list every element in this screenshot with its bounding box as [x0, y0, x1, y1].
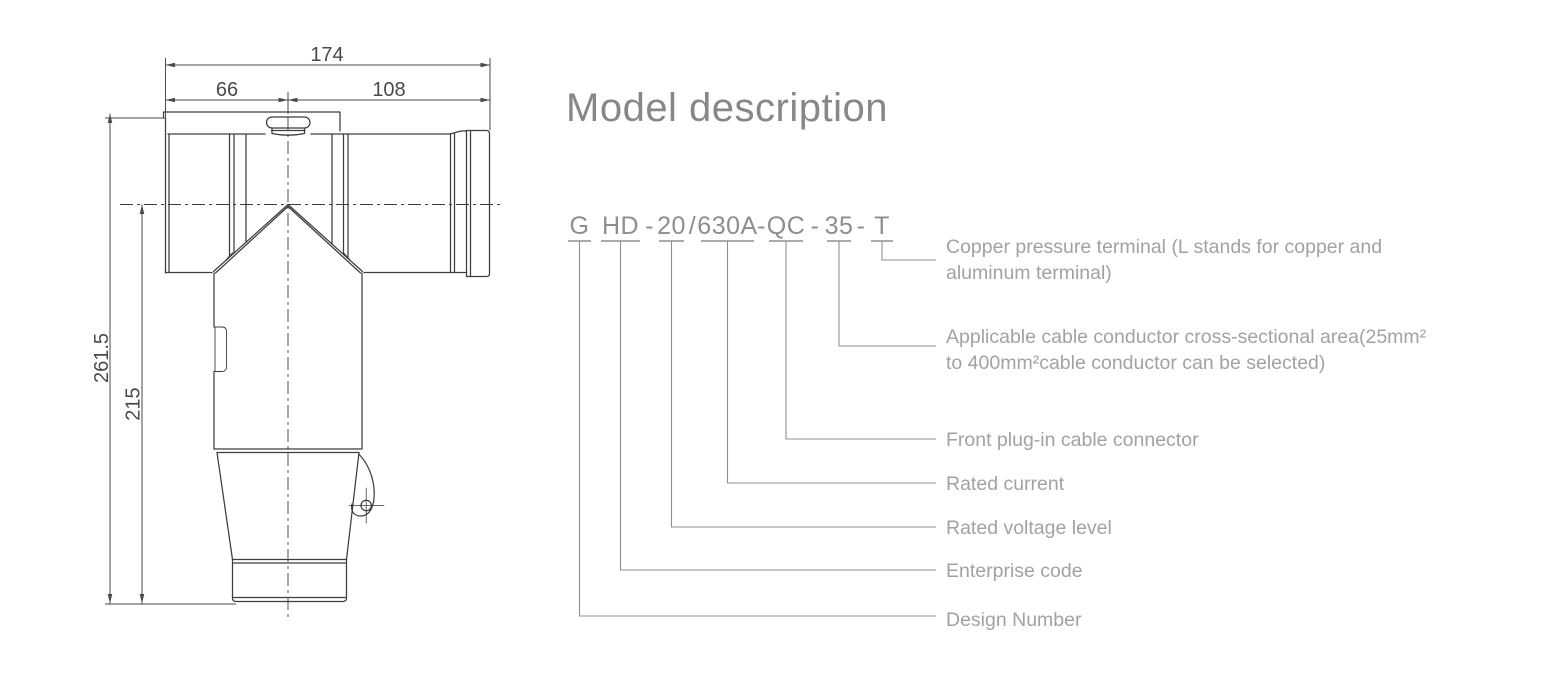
dimension-arrows	[107, 62, 490, 604]
model-code-segment-voltage: 20	[657, 212, 686, 240]
legend-line: aluminum terminal)	[946, 262, 1112, 284]
page-title: Model description	[566, 86, 888, 130]
model-code-segment-design: G	[569, 212, 590, 240]
dim-label-right-width: 108	[372, 79, 405, 101]
legend-line: Rated voltage level	[946, 517, 1112, 539]
dim-label-total-height: 261.5	[91, 333, 113, 383]
legend-line: Copper pressure terminal (L stands for c…	[946, 236, 1383, 258]
model-code-segment-current: 630A	[697, 212, 758, 240]
dim-label-total-width: 174	[310, 44, 343, 66]
legend-line: Design Number	[946, 609, 1082, 631]
legend-item-design-number: Design Number	[946, 607, 1081, 633]
legend-line: Rated current	[946, 473, 1065, 495]
dimension-lines	[105, 58, 491, 605]
model-code-segment-connector-type: QC	[766, 212, 806, 240]
model-code-separator: -	[856, 212, 866, 240]
legend-item-rated-voltage: Rated voltage level	[946, 515, 1112, 541]
centerlines	[120, 93, 502, 618]
legend-item-copper-terminal: Copper pressure terminal (L stands for c…	[946, 234, 1382, 286]
latch-window	[213, 326, 227, 372]
legend-item-front-plug: Front plug-in cable connector	[946, 427, 1199, 453]
dim-label-left-width: 66	[216, 79, 238, 101]
dimension-labels: 174 66 108 261.5 215	[91, 44, 406, 421]
model-code-separator: -	[645, 212, 654, 240]
dim-label-body-height: 215	[123, 387, 145, 420]
code-connector-lines	[578, 241, 936, 617]
legend-line: Front plug-in cable connector	[946, 429, 1199, 451]
legend-item-rated-current: Rated current	[946, 471, 1064, 497]
legend-line: to 400mm²cable conductor can be selected…	[946, 352, 1326, 374]
model-code-tree	[568, 240, 936, 617]
model-code-separator: -	[757, 212, 766, 240]
test-point-cap	[265, 116, 311, 129]
legend-item-enterprise-code: Enterprise code	[946, 558, 1083, 584]
connector-body-outline	[162, 111, 491, 603]
model-code-segment-enterprise: HD	[601, 212, 640, 240]
legend-line: Enterprise code	[946, 560, 1083, 582]
model-code-separator: /	[688, 212, 697, 240]
model-code-segment-area: 35	[824, 212, 854, 240]
model-code-segment-terminal: T	[874, 212, 890, 240]
model-code-separator: -	[810, 212, 820, 240]
mounting-tab	[351, 453, 375, 517]
legend-line: Applicable cable conductor cross-section…	[946, 326, 1427, 348]
legend-item-cable-area: Applicable cable conductor cross-section…	[946, 324, 1426, 376]
